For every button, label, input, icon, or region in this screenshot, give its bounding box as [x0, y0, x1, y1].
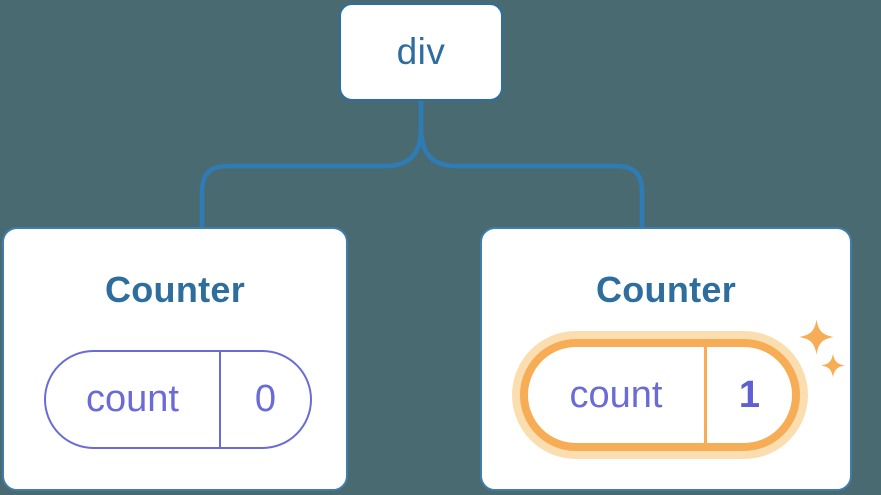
- state-value-cell: 0: [221, 352, 310, 447]
- sparkle-icon-small: [821, 353, 845, 378]
- counter-card-left: Counter count 0: [2, 227, 348, 491]
- state-pill-count-1-highlighted: count 1: [520, 339, 800, 451]
- root-node-label: div: [396, 31, 446, 72]
- pill-divider: [219, 352, 221, 447]
- state-key-cell: count: [528, 347, 704, 443]
- counter-title: Counter: [104, 269, 246, 310]
- root-div-node: div: [339, 3, 503, 101]
- pill-divider: [704, 347, 707, 443]
- state-value-label: 1: [738, 373, 761, 416]
- counter-title: Counter: [595, 269, 737, 310]
- sparkle-icon-large: [799, 319, 834, 355]
- state-key-label: count: [569, 373, 663, 416]
- state-key-label: count: [86, 378, 179, 420]
- counter-card-right: Counter count 1: [480, 227, 852, 491]
- state-value-cell: 1: [707, 347, 792, 443]
- state-pill-count-0: count 0: [44, 350, 312, 449]
- state-value-label: 0: [254, 378, 277, 420]
- state-key-cell: count: [46, 352, 219, 447]
